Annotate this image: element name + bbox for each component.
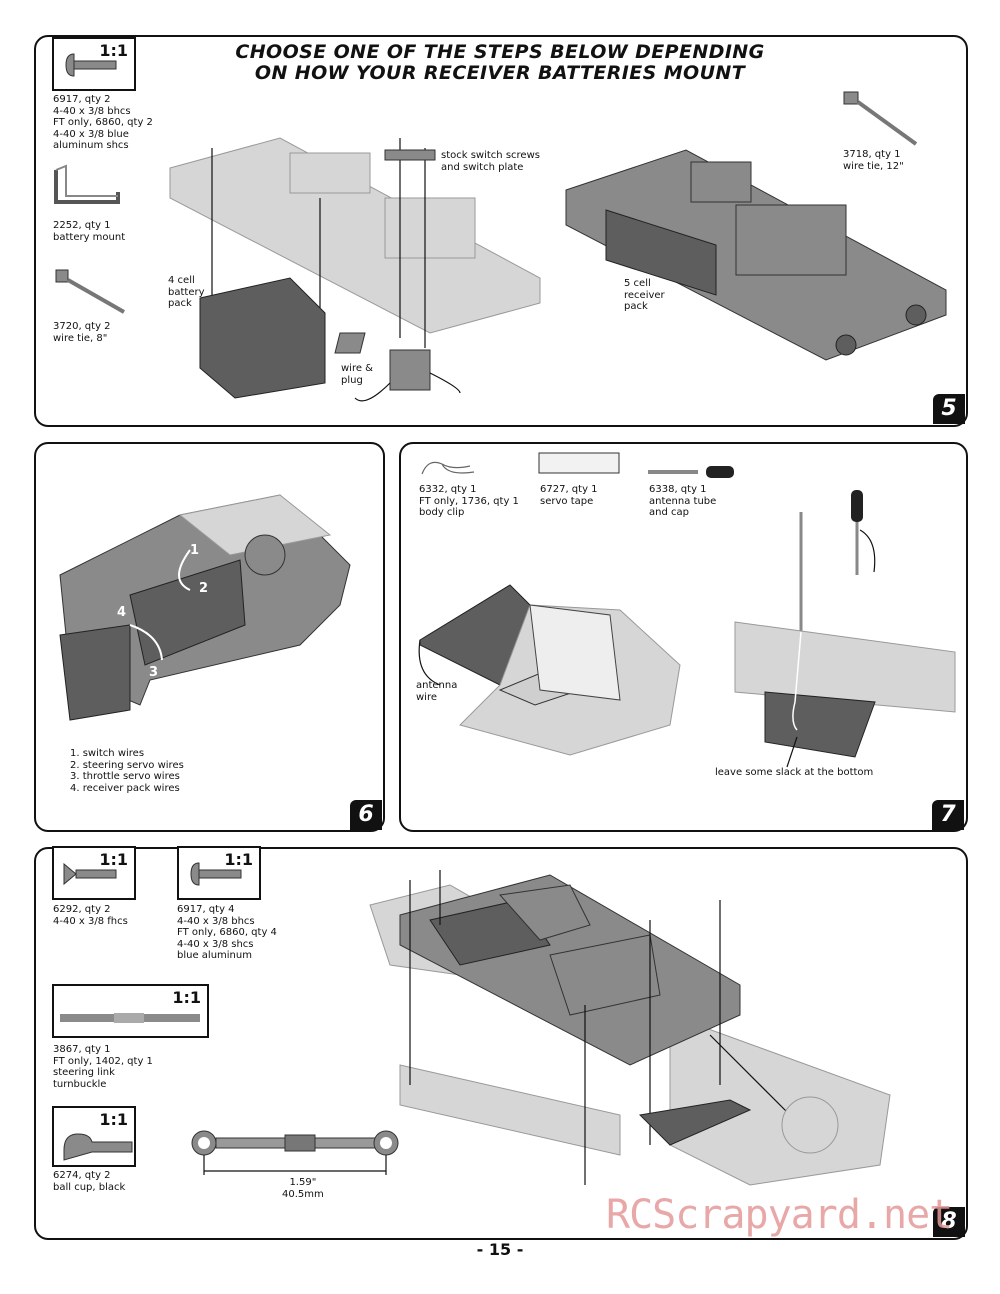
step-number-5: 5 (933, 394, 965, 424)
ball-cup-icon (63, 1133, 133, 1161)
part-label-6338: 6338, qty 1 antenna tube and cap (649, 484, 717, 518)
chassis-4cell-drawing (169, 137, 541, 402)
step-number-7: 7 (932, 800, 964, 830)
chassis-5cell-drawing (565, 149, 947, 361)
callout-5cell-pack: 5 cell receiver pack (624, 278, 665, 312)
page-number: - 15 - (476, 1240, 524, 1259)
scale-label: 1:1 (99, 41, 128, 60)
callout-wire-plug: wire & plug (341, 363, 373, 386)
part-label-6917: 6917, qty 2 4-40 x 3/8 bhcs FT only, 686… (53, 94, 153, 151)
assembled-link-drawing (191, 1130, 399, 1175)
fhcs-screw-icon (63, 862, 117, 886)
part-label-3720: 3720, qty 2 wire tie, 8" (53, 321, 111, 344)
scale-label: 1:1 (172, 988, 201, 1007)
part-label-2252: 2252, qty 1 battery mount (53, 220, 126, 243)
servo-tape-icon (538, 452, 620, 474)
part-box-6274-ballcup: 1:1 (52, 1106, 136, 1167)
wire-tie-12-icon (843, 91, 918, 146)
marker-2: 2 (199, 581, 209, 596)
callout-antenna-wire: antenna wire (416, 680, 458, 703)
chassis-install-drawing (369, 870, 891, 1186)
marker-1: 1 (190, 543, 200, 558)
callout-switch-screws: stock switch screws and switch plate (441, 150, 540, 173)
headline-line-1: CHOOSE ONE OF THE STEPS BELOW DEPENDING (235, 41, 765, 63)
scale-label: 1:1 (224, 850, 253, 869)
wire-tie-8-icon (55, 269, 125, 314)
bhcs-screw-icon (190, 862, 242, 886)
part-box-3867-turnbuckle: 1:1 (52, 984, 209, 1038)
step-number-6: 6 (350, 800, 382, 830)
antenna-cap-drawing (851, 490, 876, 575)
part-label-3867: 3867, qty 1 FT only, 1402, qty 1 steerin… (53, 1044, 153, 1090)
part-label-6917-step8: 6917, qty 4 4-40 x 3/8 bhcs FT only, 686… (177, 904, 277, 961)
turnbuckle-icon (60, 1013, 200, 1023)
part-label-6332: 6332, qty 1 FT only, 1736, qty 1 body cl… (419, 484, 519, 518)
body-clip-icon (421, 461, 475, 475)
step-6-drawing (59, 494, 351, 721)
battery-mount-icon (54, 164, 120, 204)
callout-slack: leave some slack at the bottom (715, 767, 874, 778)
part-label-6727: 6727, qty 1 servo tape (540, 484, 598, 507)
part-box-6917-bhcs: 1:1 (52, 37, 136, 91)
headline-line-2: ON HOW YOUR RECEIVER BATTERIES MOUNT (254, 62, 746, 84)
part-box-6917-bhcs-step8: 1:1 (177, 846, 261, 900)
callout-4cell-pack: 4 cell battery pack (168, 275, 205, 309)
antenna-mount-drawing (734, 512, 956, 768)
step-number-8: 8 (933, 1207, 965, 1237)
scale-label: 1:1 (99, 1110, 128, 1129)
scale-label: 1:1 (99, 850, 128, 869)
part-label-6292: 6292, qty 2 4-40 x 3/8 fhcs (53, 904, 128, 927)
part-box-6292-fhcs: 1:1 (52, 846, 136, 900)
marker-4: 4 (117, 605, 127, 620)
page-headline: CHOOSE ONE OF THE STEPS BELOW DEPENDING … (180, 42, 820, 84)
watermark-text: RCScrapyard.net (606, 1192, 953, 1238)
bhcs-screw-icon (65, 53, 117, 77)
dimension-label: 1.59" 40.5mm (282, 1177, 324, 1200)
part-label-3718: 3718, qty 1 wire tie, 12" (843, 149, 904, 172)
part-label-6274: 6274, qty 2 ball cup, black (53, 1170, 126, 1193)
marker-3: 3 (149, 665, 159, 680)
step-6-legend: 1. switch wires 2. steering servo wires … (70, 748, 184, 794)
receiver-tray-drawing (418, 584, 681, 756)
antenna-tube-icon (648, 466, 734, 478)
